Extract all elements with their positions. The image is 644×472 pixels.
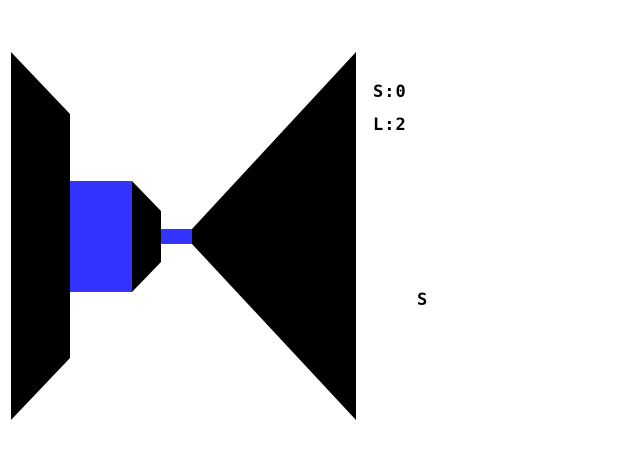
- compass-direction: S: [417, 290, 429, 310]
- left-near-wall: [11, 52, 70, 420]
- right-wall: [192, 52, 356, 420]
- distant-opening: [161, 229, 192, 244]
- score-display: S:0: [373, 82, 407, 102]
- left-side-opening: [70, 181, 132, 292]
- left-far-wall: [132, 181, 161, 292]
- lives-display: L:2: [373, 115, 407, 135]
